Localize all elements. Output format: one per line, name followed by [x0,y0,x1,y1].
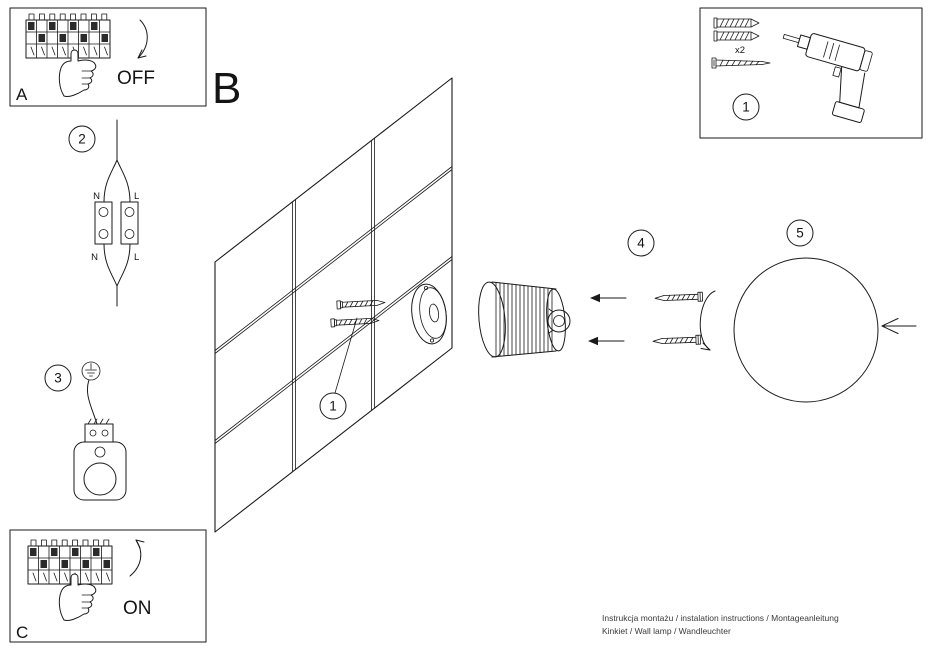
lamp-socket-drawing [547,308,571,334]
switch-on-arrow-icon [129,539,145,577]
wire-label-n-top: N [93,191,100,202]
fuse-box-drawing [25,13,111,59]
panel-a: A OFF [9,7,207,107]
step-2-badge: 2 [68,125,96,153]
step-5-badge: 5 [786,219,814,247]
wall-screw-drawing [336,300,386,310]
wall-drawing: 1 [214,77,453,533]
attach-arrow-icon [881,318,917,334]
anchor-quantity-label: x2 [735,45,745,56]
mounting-screw-drawing [654,291,704,302]
footer-line-2: Kinkiet / Wall lamp / Wandleuchter [602,626,731,636]
screw-drawing [711,57,771,69]
hand-icon [58,49,97,98]
rotate-arrow-icon [699,290,716,351]
step-1-badge: 1 [319,392,347,420]
kit-panel-border [699,7,923,139]
wall-anchor-drawing [713,17,760,29]
wiring-step: 2 N L N L [68,119,139,307]
panel-a-label: A [16,85,28,104]
switch-off-arrow-icon [137,19,148,59]
step-1-number: 1 [329,399,337,414]
drill-icon [782,33,873,123]
wall-screw-drawing [330,318,380,328]
mounting-plate-drawing [411,283,447,345]
hardware-kit-panel: x2 1 [699,7,923,139]
terminal-block-drawing [94,119,139,307]
panel-c-border [9,529,207,643]
glass-globe-drawing [733,257,879,403]
footer: Instrukcja montażu / instalation instruc… [602,613,839,636]
lamp-body-drawing [478,281,571,358]
screws-step: 4 [588,229,704,346]
wire-label-n-bottom: N [91,252,98,263]
mounting-screw-drawing [652,334,702,345]
step-4-number: 4 [637,236,645,251]
step-3-number: 3 [54,371,62,386]
step-1-badge: 1 [732,93,760,121]
panel-a-border [9,7,207,107]
ground-symbol [81,361,101,381]
panel-c: C ON [9,529,207,643]
step-1-leader-line [334,317,358,394]
power-on-label: ON [123,598,152,619]
wall-anchor-drawing [713,30,760,42]
fuse-box-drawing [27,539,113,585]
section-b-label: B [212,64,241,113]
hand-icon [58,573,97,622]
power-off-label: OFF [117,68,155,89]
wall-bracket-drawing [73,379,127,501]
insert-arrow-icon [590,293,627,303]
step-4-badge: 4 [627,229,655,257]
kit-step-number: 1 [742,100,750,115]
bracket-step: 3 [44,361,127,501]
globe-step: 5 [733,219,917,403]
insert-arrow-icon [588,336,625,346]
wire-label-l-top: L [134,191,139,202]
panel-c-label: C [16,623,28,642]
step-3-badge: 3 [44,364,72,392]
footer-line-1: Instrukcja montażu / instalation instruc… [602,613,839,623]
step-2-number: 2 [78,132,86,147]
wire-label-l-bottom: L [134,252,139,263]
step-5-number: 5 [796,226,804,241]
